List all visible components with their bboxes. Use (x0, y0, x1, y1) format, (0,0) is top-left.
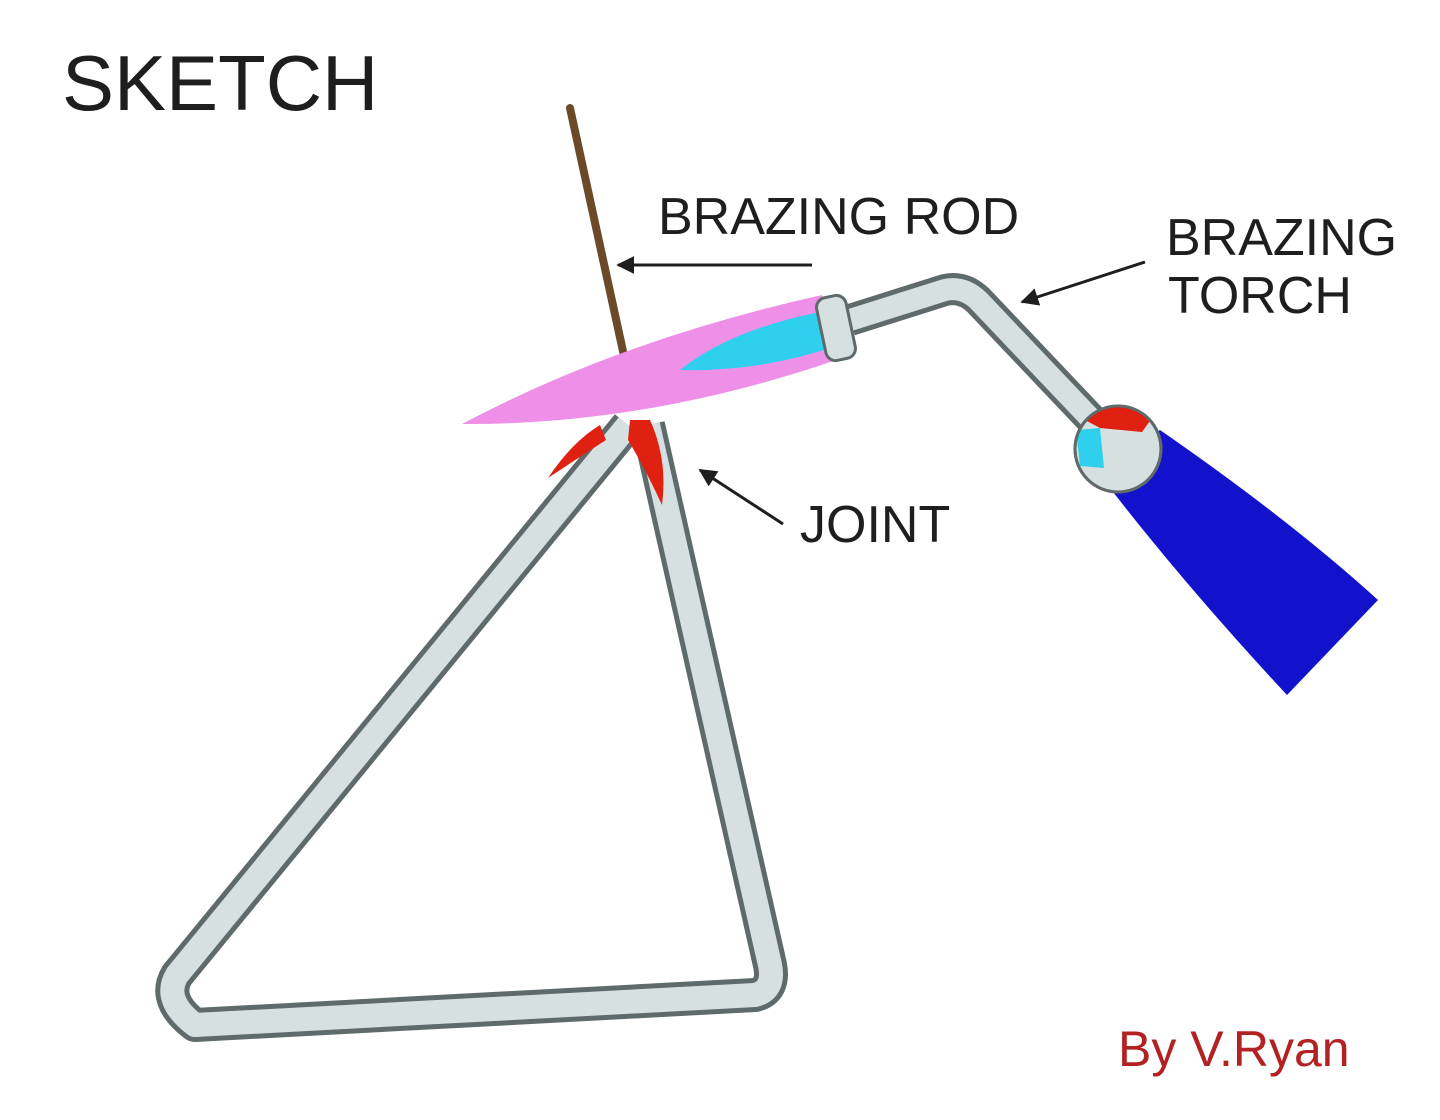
braze-joint-fillets (548, 420, 664, 505)
author-credit: By V.Ryan (1118, 1021, 1350, 1077)
torch-nozzle (815, 293, 857, 363)
torch-tube (845, 273, 1120, 449)
joint-label: JOINT (800, 496, 950, 554)
torch-flame (462, 295, 842, 425)
brazing-rod (566, 104, 630, 369)
joint-arrow (698, 468, 784, 526)
sketch-title: SKETCH (62, 39, 378, 127)
brazing-torch-label-line1: BRAZING (1166, 209, 1397, 267)
torch-ball-joint (1073, 404, 1163, 494)
brazing-rod-label: BRAZING ROD (658, 188, 1019, 246)
brazing-torch-arrow (1020, 260, 1146, 306)
torch-handle (1100, 430, 1378, 695)
brazing-torch-label-line2: TORCH (1168, 267, 1352, 325)
triangle-frame (155, 414, 788, 1042)
